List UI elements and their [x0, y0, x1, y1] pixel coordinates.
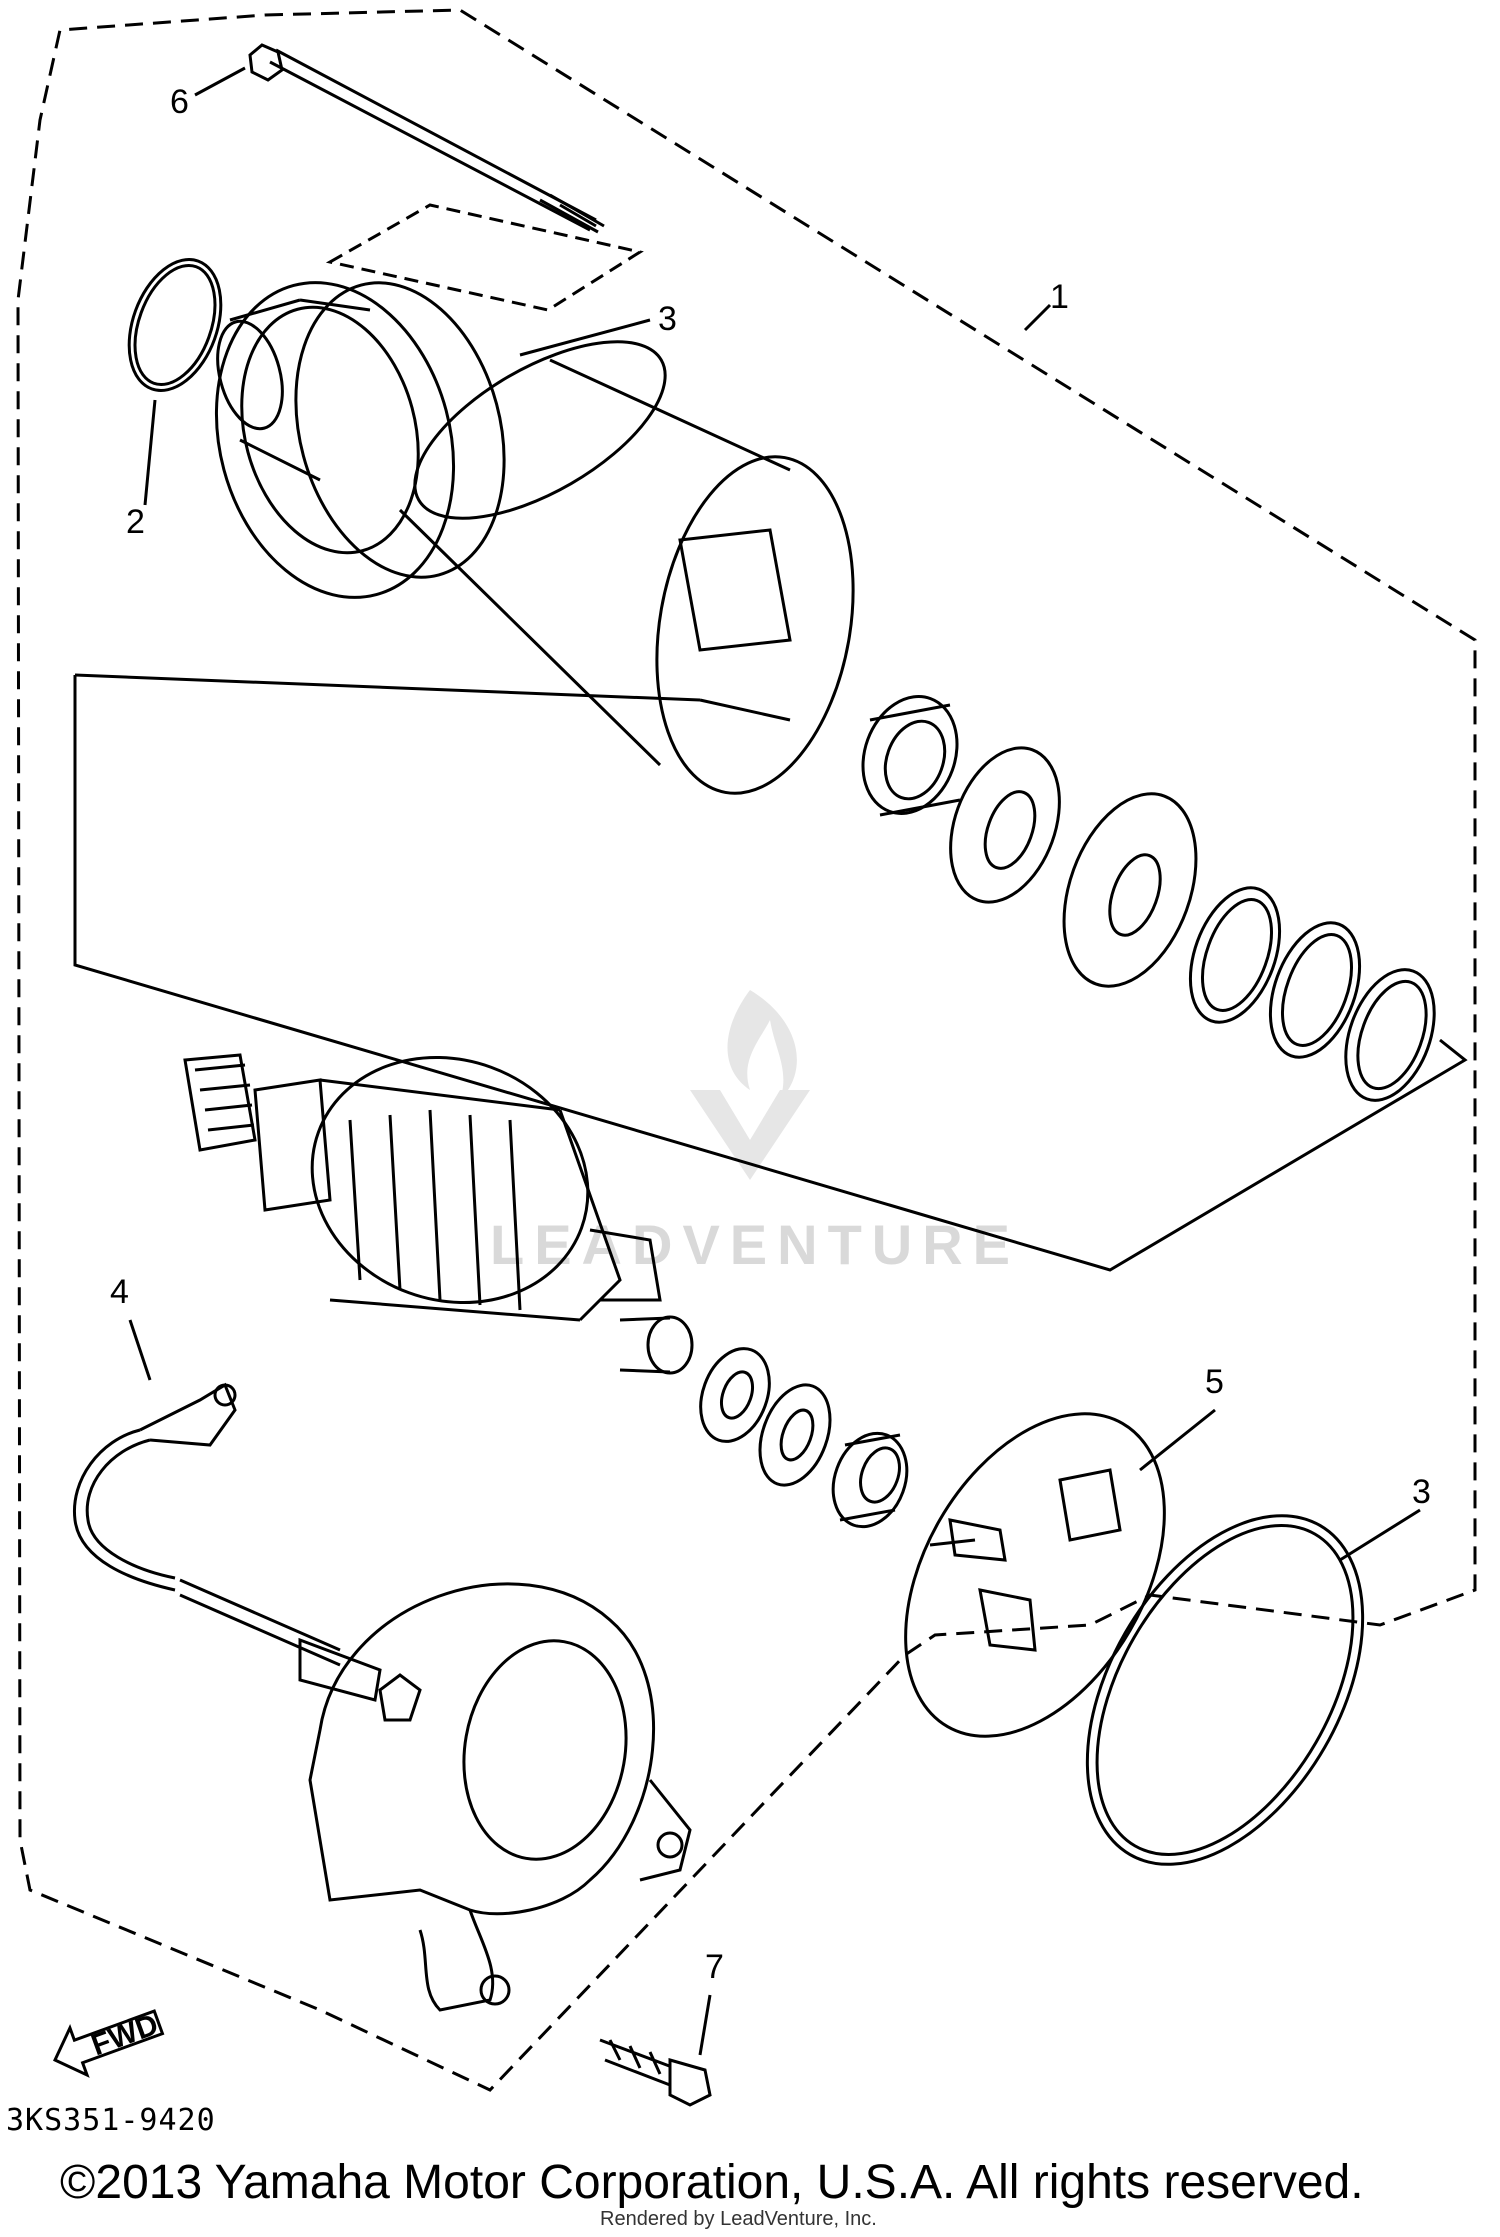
- bolt-7: [599, 2038, 712, 2107]
- watermark-text: LEADVENTURE: [490, 1213, 1021, 1276]
- lead-wire-4: [72, 1382, 382, 1702]
- bushing-mid: [831, 1431, 909, 1529]
- front-cover: [214, 281, 506, 599]
- drawing-code: 3KS351-9420: [6, 2103, 216, 2138]
- rendered-by-credit: Rendered by LeadVenture, Inc.: [600, 2208, 877, 2231]
- callout-6: 6: [170, 83, 189, 121]
- svg-text:FWD: FWD: [87, 2008, 162, 2062]
- bearing-top: [861, 695, 961, 817]
- o-ring-3-lower: [1085, 1514, 1365, 1866]
- yoke-cylinder: [398, 340, 855, 795]
- washer-mid-2: [758, 1383, 832, 1487]
- leader-4: [128, 1319, 152, 1381]
- leader-2: [143, 399, 157, 506]
- washer-top-3: [1188, 886, 1282, 1024]
- washer-top-1: [949, 746, 1061, 904]
- leadventure-logo-icon: [690, 990, 810, 1180]
- leader-7: [698, 1994, 712, 2056]
- callout-5: 5: [1205, 1363, 1224, 1401]
- rear-cover: [308, 1582, 692, 2012]
- armature: [183, 1053, 694, 1375]
- callout-3-top: 3: [658, 300, 677, 338]
- washer-top-4: [1268, 921, 1362, 1059]
- armature-kit-frame: [73, 675, 1468, 1272]
- brush-holder-5: [904, 1412, 1166, 1738]
- callout-2: 2: [126, 503, 145, 541]
- copyright-notice: ©2013 Yamaha Motor Corporation, U.S.A. A…: [60, 2156, 1364, 2209]
- fwd-arrow-icon: FWD: [53, 2008, 165, 2078]
- leader-3a: [519, 318, 651, 357]
- callout-1: 1: [1050, 278, 1069, 316]
- washer-mid-1: [699, 1347, 771, 1443]
- callout-7: 7: [705, 1948, 724, 1986]
- through-bolt-6: [248, 43, 605, 234]
- callout-4: 4: [110, 1273, 129, 1311]
- leader-6: [194, 66, 246, 97]
- leader-1: [1023, 303, 1052, 332]
- assembly-boundary: [16, 8, 1477, 2092]
- washer-top-5: [1344, 968, 1436, 1102]
- leader-5: [1139, 1408, 1216, 1472]
- washer-top-2: [1062, 792, 1198, 988]
- dashed-panel-top: [325, 203, 644, 312]
- leader-3b: [1339, 1508, 1421, 1562]
- o-ring-2: [127, 258, 223, 392]
- callout-3-bottom: 3: [1412, 1473, 1431, 1511]
